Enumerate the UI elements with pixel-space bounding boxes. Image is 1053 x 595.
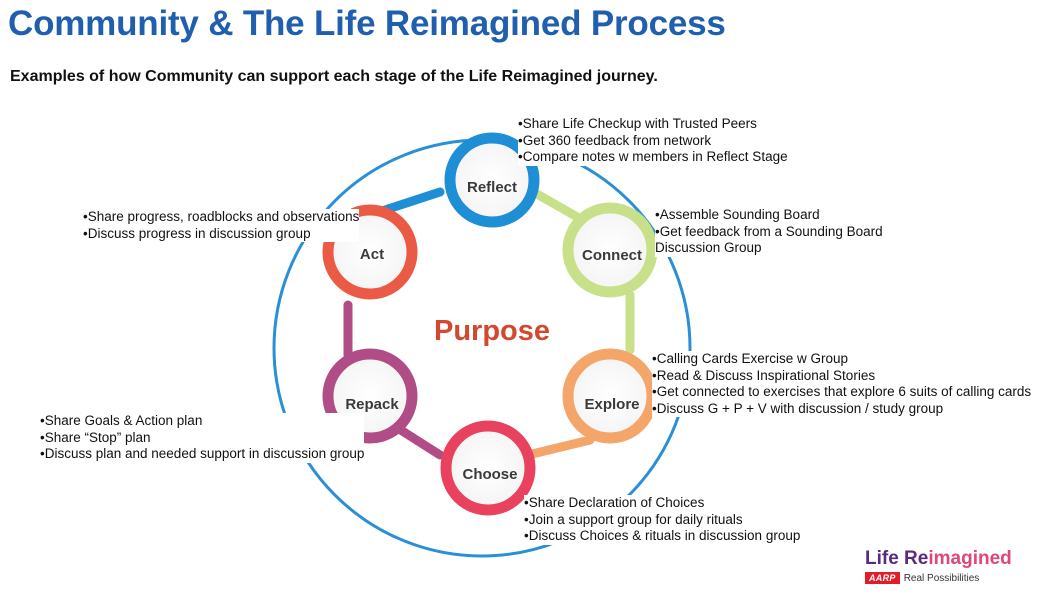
connector-explore-choose: [523, 435, 595, 460]
bullet-item: •Assemble Sounding Board: [655, 207, 820, 222]
bullet-item: •Get feedback from a Sounding Board: [655, 223, 883, 239]
page-subtitle: Examples of how Community can support ea…: [10, 68, 658, 85]
stage-label-choose: Choose: [462, 466, 517, 483]
bullet-item: •Discuss Choices & rituals in discussion…: [524, 528, 801, 543]
stage-label-repack: Repack: [345, 396, 399, 413]
stage-node-connect: Connect: [562, 202, 658, 298]
bullet-item: •Calling Cards Exercise w Group: [652, 351, 849, 366]
repack-bullets: •Share Goals & Action plan •Share “Stop”…: [40, 413, 365, 463]
stage-node-reflect: Reflect: [444, 132, 540, 228]
choose-bullets: •Share Declaration of Choices •Join a su…: [524, 495, 801, 545]
stage-label-reflect: Reflect: [467, 179, 517, 196]
page-title: Community & The Life Reimagined Process: [8, 4, 726, 43]
bullet-item: •Discuss G + P + V with discussion / stu…: [652, 400, 944, 416]
bullet-item: •Get connected to exercises that explore…: [652, 384, 1032, 399]
bullet-item: •Share Goals & Action plan: [40, 413, 203, 428]
reflect-bullets: •Share Life Checkup with Trusted Peers •…: [518, 116, 788, 166]
connect-bullets: •Assemble Sounding Board •Get feedback f…: [655, 207, 883, 257]
bullet-item: Discussion Group: [655, 240, 762, 255]
bullet-item: •Discuss plan and needed support in disc…: [40, 446, 365, 461]
bullet-item: •Compare notes w members in Reflect Stag…: [518, 149, 788, 164]
stage-label-connect: Connect: [582, 247, 642, 264]
brand-tagline: Real Possibilities: [903, 572, 980, 584]
bullet-item: •Read & Discuss Inspirational Stories: [652, 367, 876, 383]
brand-logo: Life Reimagined AARP Real Possibilities: [865, 548, 1015, 584]
bullet-item: •Share “Stop” plan: [40, 429, 151, 445]
center-label: Purpose: [434, 315, 550, 347]
bullet-item: •Share Life Checkup with Trusted Peers: [518, 116, 757, 131]
bullet-item: •Share progress, roadblocks and observat…: [83, 209, 360, 224]
stage-label-explore: Explore: [584, 396, 639, 413]
act-bullets: •Share progress, roadblocks and observat…: [83, 209, 360, 242]
bullet-item: •Join a support group for daily rituals: [524, 511, 743, 527]
aarp-logo: AARP: [865, 572, 900, 584]
stage-node-explore: Explore: [562, 348, 658, 444]
stage-label-act: Act: [360, 246, 384, 263]
bullet-item: •Share Declaration of Choices: [524, 495, 705, 510]
bullet-item: •Get 360 feedback from network: [518, 132, 712, 148]
connector-act-reflect: [380, 187, 445, 215]
explore-bullets: •Calling Cards Exercise w Group •Read & …: [652, 351, 1032, 417]
stage-node-choose: Choose: [440, 420, 536, 516]
brand-name: Life Reimagined: [865, 548, 1012, 569]
bullet-item: •Discuss progress in discussion group: [83, 225, 311, 241]
stage-node-repack: Repack: [322, 348, 418, 444]
